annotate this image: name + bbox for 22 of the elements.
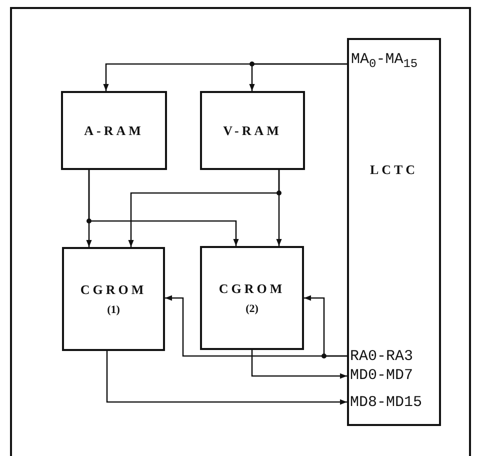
arrow — [106, 351, 347, 405]
signal-name: MD0-MD7 — [350, 368, 414, 383]
signal-name: RA0-RA3 — [350, 349, 414, 364]
block-box — [200, 91, 305, 170]
block-label: A-RAM — [84, 122, 144, 138]
arrow — [128, 170, 280, 247]
arrow — [165, 295, 347, 357]
arrow — [88, 170, 239, 246]
block-label: CGROM — [80, 282, 147, 298]
block-number: (2) — [246, 303, 258, 315]
block-number: (1) — [107, 304, 120, 316]
arrow — [251, 350, 347, 379]
block-box — [347, 38, 441, 426]
block-box — [62, 247, 165, 351]
signal-name: MD8-MD15 — [350, 395, 422, 410]
block-label: CGROM — [218, 281, 286, 297]
signal-name: MA$_{0}$-MA$_{15}$ — [351, 52, 418, 70]
arrow — [103, 63, 347, 91]
block-box — [61, 91, 167, 170]
block-label: V-RAM — [223, 122, 282, 138]
block-label: LCTC — [370, 162, 418, 178]
block-box — [200, 246, 304, 350]
